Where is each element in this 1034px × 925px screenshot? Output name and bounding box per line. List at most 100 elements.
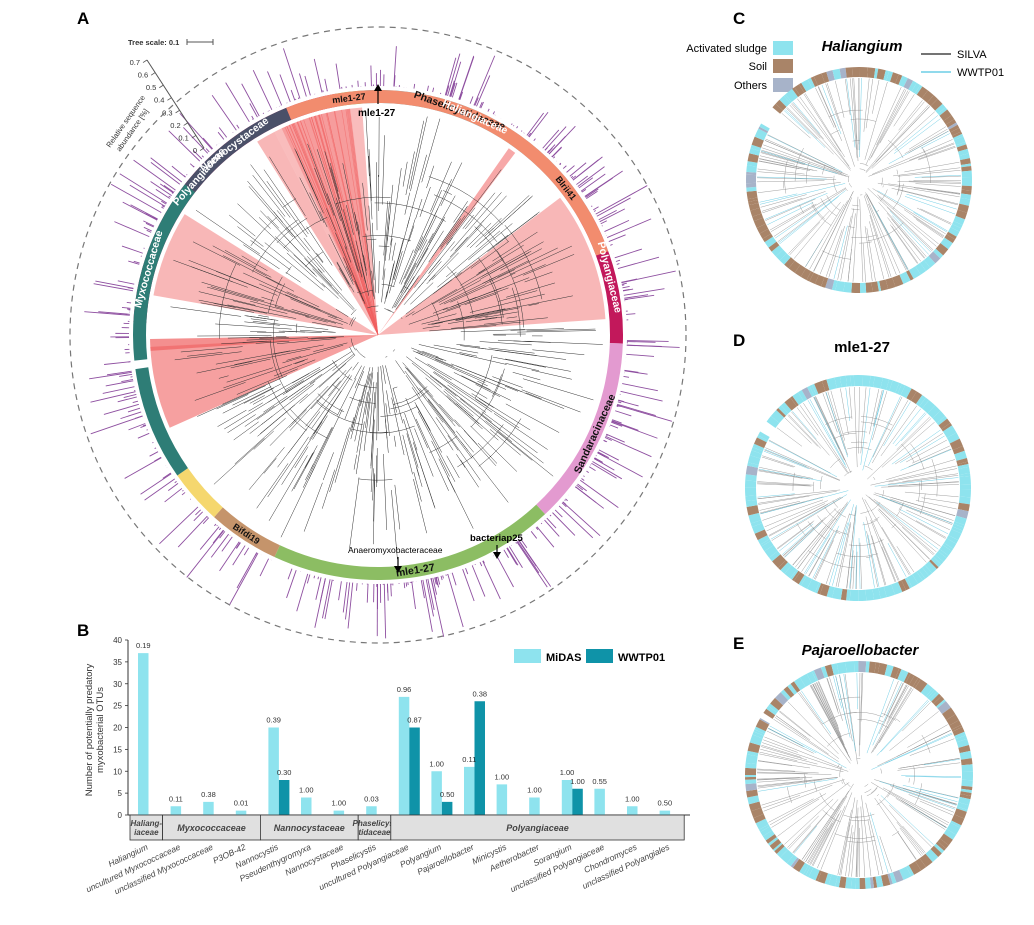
- abundance-bar: [383, 583, 387, 639]
- habitat-segment: [772, 103, 783, 114]
- tree-branch: [809, 200, 848, 270]
- tree-arc: [403, 285, 409, 290]
- tree-arc: [850, 118, 877, 122]
- abundance-bar: [121, 306, 131, 309]
- habitat-segment: [745, 776, 757, 780]
- tree-branch: [799, 96, 850, 167]
- tree-arc: [830, 458, 841, 468]
- tree-branch: [845, 825, 853, 877]
- abundance-bar: [621, 282, 627, 285]
- tree-branch: [927, 189, 961, 194]
- tree-branch: [891, 497, 956, 516]
- tree-branch: [395, 360, 405, 375]
- habitat-segment: [869, 375, 875, 388]
- tree-branch: [863, 522, 875, 588]
- abundance-bar: [236, 124, 240, 129]
- abundance-bar: [624, 294, 649, 299]
- tree-branch: [873, 390, 884, 427]
- abundance-bar: [304, 75, 311, 96]
- tree-branch: [759, 467, 814, 479]
- abundance-bar: [193, 150, 203, 160]
- tree-arc: [864, 465, 873, 471]
- tree-branch: [904, 128, 948, 154]
- tree-branch: [302, 427, 333, 488]
- tree-branch: [250, 300, 310, 318]
- tree-branch: [357, 221, 361, 235]
- tree-arc: [349, 346, 356, 356]
- habitat-segment: [819, 584, 830, 597]
- legend-label-soil: Soil: [749, 61, 767, 73]
- tree-branch: [803, 790, 849, 861]
- tree-branch: [198, 299, 268, 314]
- family-arc: [177, 468, 223, 518]
- tree-arc: [847, 447, 872, 450]
- abundance-bar: [159, 183, 174, 194]
- abundance-bar: [572, 156, 603, 181]
- axis-tick-label: 0.1: [178, 133, 188, 142]
- tree-branch: [216, 271, 278, 296]
- tree-branch: [517, 330, 596, 333]
- habitat-segment: [897, 383, 906, 396]
- tree-branch: [856, 673, 858, 710]
- tree-branch: [913, 216, 944, 238]
- tree-branch: [200, 302, 255, 313]
- tree-branch: [403, 418, 419, 468]
- tree-arc: [851, 208, 860, 211]
- abundance-bar: [526, 112, 545, 136]
- abundance-bar: [84, 311, 130, 316]
- tree-arc: [252, 219, 299, 273]
- tree-branch: [421, 118, 441, 183]
- tree-branch: [881, 421, 935, 468]
- tree-branch: [880, 405, 917, 457]
- abundance-bar: [611, 420, 658, 439]
- tree-arc: [304, 251, 324, 268]
- tree-branch: [471, 393, 531, 431]
- tree-branch: [872, 396, 903, 458]
- tree-arc: [852, 140, 860, 142]
- tree-branch: [416, 351, 486, 383]
- tree-branch: [532, 349, 585, 356]
- tree-branch: [446, 207, 476, 246]
- tree-branch: [758, 470, 803, 479]
- tree-branch: [391, 242, 396, 261]
- tree-branch: [350, 415, 356, 432]
- habitat-segment: [747, 742, 761, 754]
- tree-branch: [417, 351, 454, 367]
- habitat-segment: [961, 177, 972, 187]
- tree-branch: [293, 358, 309, 365]
- habitat-segment: [778, 405, 789, 416]
- tree-arc: [350, 317, 357, 327]
- tree-arc: [317, 393, 345, 413]
- tree-branch: [813, 397, 845, 461]
- abundance-bar: [193, 165, 195, 168]
- tree-arc: [390, 390, 429, 410]
- tree-branch: [368, 373, 371, 385]
- tree-branch: [761, 779, 845, 806]
- habitat-segment: [925, 849, 939, 863]
- tree-branch: [868, 396, 901, 466]
- abundance-bar: [597, 452, 643, 478]
- habitat-segment: [906, 270, 914, 281]
- abundance-bar: [317, 576, 319, 580]
- habitat-segment: [933, 696, 945, 707]
- tree-branch: [227, 414, 256, 433]
- abundance-bar: [600, 220, 608, 225]
- habitat-segment: [935, 841, 946, 851]
- abundance-bar: [533, 138, 536, 142]
- tree-branch: [411, 347, 443, 361]
- habitat-segment: [936, 416, 948, 426]
- tree-branch: [757, 180, 825, 183]
- tree-branch: [878, 196, 937, 247]
- habitat-segment: [922, 564, 933, 576]
- habitat-ring: [745, 375, 971, 602]
- legend-label-midas: MiDAS: [546, 652, 581, 664]
- tree-arc: [857, 719, 889, 728]
- tree-branch: [344, 366, 353, 376]
- habitat-segment: [746, 171, 757, 176]
- habitat-segment: [952, 445, 965, 455]
- abundance-bar: [422, 579, 433, 632]
- habitat-segment: [946, 432, 960, 444]
- habitat-segment: [770, 409, 785, 424]
- tree-branch: [382, 201, 390, 280]
- tree-branch: [479, 341, 532, 346]
